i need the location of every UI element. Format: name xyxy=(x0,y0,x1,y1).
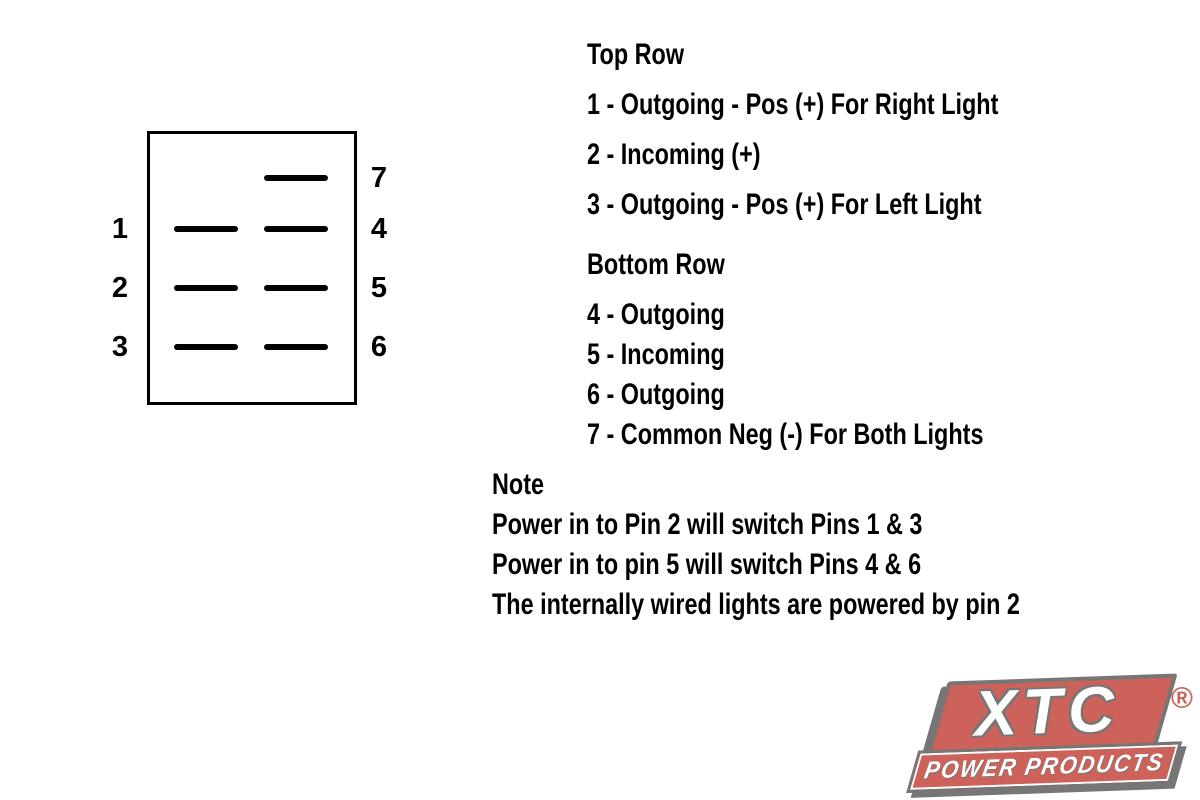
pin-terminal-3 xyxy=(174,344,238,350)
pin-label-1: 1 xyxy=(111,213,129,245)
note-line-1: Power in to Pin 2 will switch Pins 1 & 3 xyxy=(492,508,923,541)
pin-terminal-4 xyxy=(264,226,328,232)
pin-terminal-7 xyxy=(264,175,328,181)
xtc-wordmark: XTC xyxy=(972,672,1122,750)
pin-desc-2: 2 - Incoming (+) xyxy=(587,138,761,171)
note-header: Note xyxy=(492,468,545,501)
note-line-2: Power in to pin 5 will switch Pins 4 & 6 xyxy=(492,548,922,581)
pin-desc-4: 4 - Outgoing xyxy=(587,298,725,331)
pin-label-4: 4 xyxy=(370,213,388,245)
pin-label-6: 6 xyxy=(370,331,388,363)
logo-tagline-text: POWER PRODUCTS xyxy=(922,748,1167,785)
xtc-power-products-logo: XTC POWER PRODUCTS ® xyxy=(903,668,1195,800)
pin-terminal-5 xyxy=(264,285,328,291)
pin-terminal-2 xyxy=(174,285,238,291)
pin-label-5: 5 xyxy=(370,272,388,304)
pin-terminal-6 xyxy=(264,344,328,350)
pin-desc-6: 6 - Outgoing xyxy=(587,378,725,411)
pin-label-2: 2 xyxy=(111,272,129,304)
bottom-row-header: Bottom Row xyxy=(587,248,725,281)
logo-shape: XTC POWER PRODUCTS xyxy=(901,663,1197,800)
pin-desc-3: 3 - Outgoing - Pos (+) For Left Light xyxy=(587,188,982,221)
pin-terminal-1 xyxy=(174,226,238,232)
pin-desc-7: 7 - Common Neg (-) For Both Lights xyxy=(587,418,984,451)
pin-label-7: 7 xyxy=(370,162,388,194)
registered-trademark-icon: ® xyxy=(1170,682,1193,715)
top-row-header: Top Row xyxy=(587,38,685,71)
pin-desc-5: 5 - Incoming xyxy=(587,338,725,371)
note-line-3: The internally wired lights are powered … xyxy=(492,588,1020,621)
pin-label-3: 3 xyxy=(111,331,129,363)
logo-tagline-banner: POWER PRODUCTS xyxy=(906,741,1183,794)
switch-body-outline xyxy=(147,131,357,405)
pin-desc-1: 1 - Outgoing - Pos (+) For Right Light xyxy=(587,88,999,121)
